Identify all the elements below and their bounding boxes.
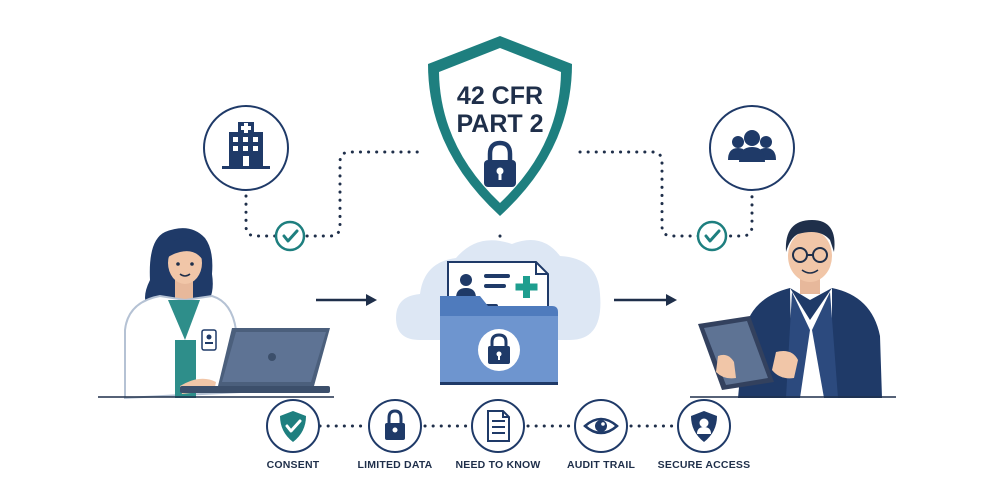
pillar-label: SECURE ACCESS: [658, 459, 751, 471]
laptop-icon: [180, 328, 330, 393]
arrow-right-icon: [316, 294, 377, 306]
padlock-icon: [484, 140, 516, 187]
pillar-label: NEED TO KNOW: [455, 459, 540, 471]
pillar-need-to-know: NEED TO KNOW: [455, 399, 540, 471]
secure-records-cloud: [396, 240, 601, 385]
arrow-right-icon-2: [614, 294, 677, 306]
check-badge-left-icon: [274, 220, 306, 252]
pillar-secure-access: SECURE ACCESS: [658, 399, 751, 471]
pillar-limited-data: LIMITED DATA: [358, 399, 433, 471]
shield-check-icon: [280, 411, 306, 442]
dotted-connectors: [244, 150, 754, 428]
lock-icon: [385, 409, 405, 440]
hospital-icon: [203, 105, 289, 191]
check-badge-right-icon: [696, 220, 728, 252]
pillar-audit-trail: AUDIT TRAIL: [567, 399, 635, 471]
group-users-icon: [709, 105, 795, 191]
shield-title-line-1: 42 CFR: [457, 82, 543, 110]
user-shield-icon: [691, 411, 717, 442]
folder-icon: [440, 296, 558, 385]
pillar-label: LIMITED DATA: [358, 459, 433, 471]
shield-title-line-2: PART 2: [456, 110, 543, 138]
regulation-shield: 42 CFR PART 2: [428, 36, 572, 216]
document-icon: [487, 410, 510, 442]
pillar-label: CONSENT: [267, 459, 320, 471]
doctor-illustration: [124, 228, 242, 400]
tablet-icon: [698, 316, 798, 390]
pillar-label: AUDIT TRAIL: [567, 459, 635, 471]
pillar-consent: CONSENT: [266, 399, 320, 471]
eye-icon: [583, 417, 619, 435]
